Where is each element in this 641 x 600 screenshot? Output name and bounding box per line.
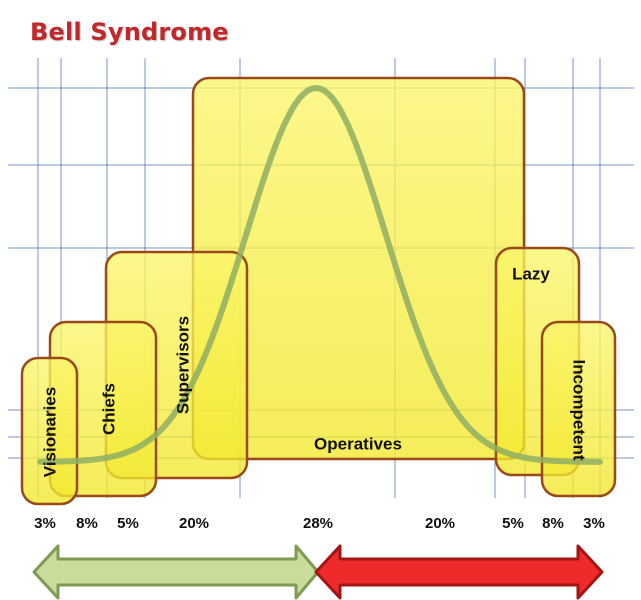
arrow-left xyxy=(32,544,320,600)
percent-lazy: 5% xyxy=(502,515,524,532)
box-visionaries xyxy=(20,356,79,506)
percent-incompetent: 8% xyxy=(542,515,564,532)
label-supervisors: Supervisors xyxy=(173,316,192,414)
percent-operatives-2: 20% xyxy=(425,515,455,532)
percent-incompetent-2: 3% xyxy=(583,515,605,532)
percent-labels: 3% 8% 5% 20% 28% 20% 5% 8% 3% xyxy=(34,515,605,532)
label-chiefs: Chiefs xyxy=(99,383,118,435)
label-operatives: Operatives xyxy=(314,434,402,453)
box-incompetent xyxy=(540,320,617,498)
label-incompetent: Incompetent xyxy=(570,359,589,460)
percent-supervisors-2: 20% xyxy=(179,515,209,532)
bell-curve xyxy=(37,84,603,465)
label-visionaries: Visionaries xyxy=(40,387,59,477)
percent-visionaries: 3% xyxy=(34,515,56,532)
percent-supervisors: 5% xyxy=(117,515,139,532)
percent-operatives: 28% xyxy=(303,515,333,532)
arrow-right xyxy=(314,544,604,600)
percent-chiefs: 8% xyxy=(76,515,98,532)
diagram-title: Bell Syndrome xyxy=(30,18,229,46)
label-lazy: Lazy xyxy=(512,264,550,283)
